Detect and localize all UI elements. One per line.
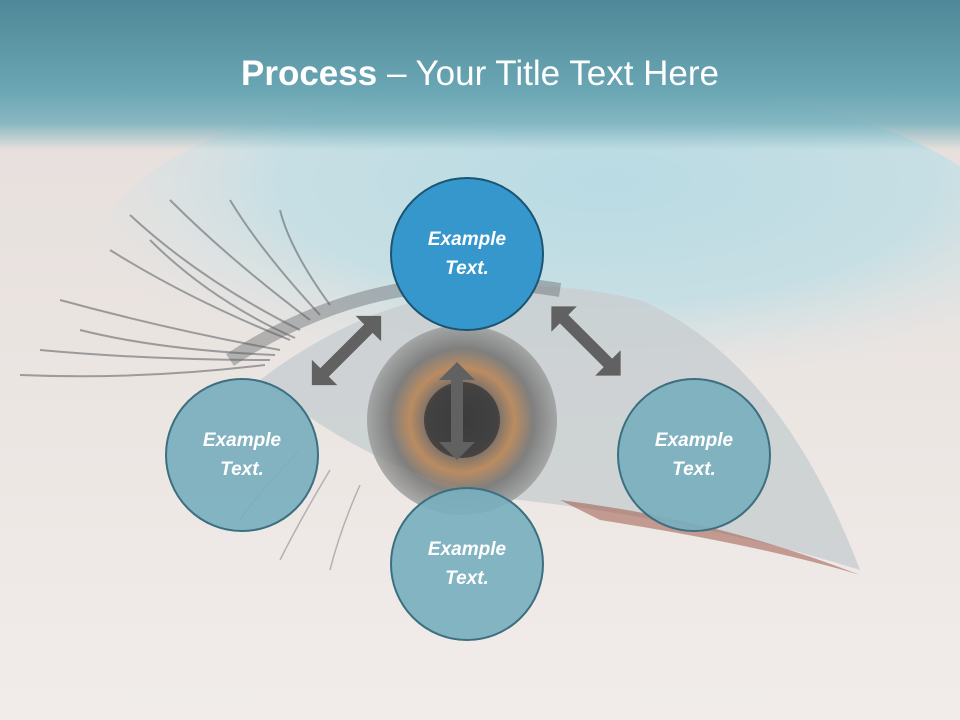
node-bottom-label: Example Text.	[427, 539, 507, 589]
title-band	[0, 0, 960, 150]
node-right-label: Example Text.	[654, 430, 734, 480]
node-left-label: Example Text.	[202, 430, 282, 480]
title-rest: – Your Title Text Here	[377, 54, 719, 93]
node-top-label: Example Text.	[427, 229, 507, 279]
slide-title: Process – Your Title Text Here	[0, 52, 960, 96]
node-right[interactable]: Example Text.	[617, 378, 771, 532]
node-left[interactable]: Example Text.	[165, 378, 319, 532]
node-bottom[interactable]: Example Text.	[390, 487, 544, 641]
node-top[interactable]: Example Text.	[390, 177, 544, 331]
title-bold: Process	[241, 54, 378, 93]
